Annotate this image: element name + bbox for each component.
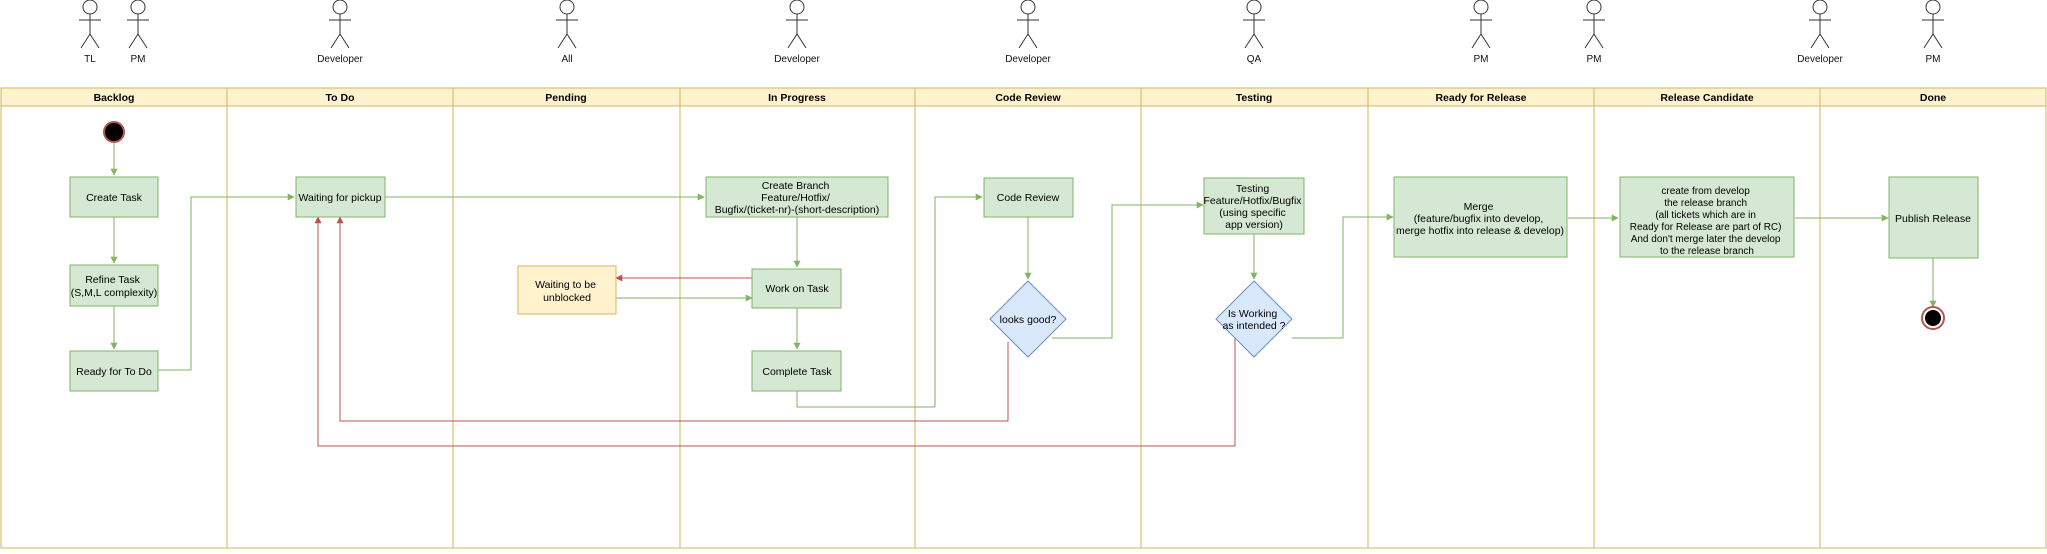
merge-label-line-1: Merge [1464,201,1494,213]
release-candidate-label-line-3: (all tickets which are in [1655,210,1756,221]
lane-title-pending: Pending [545,92,586,104]
nodes: Create Task Refine Task (S,M,L complexit… [69,121,1979,392]
lane-ready-for-release: Ready for Release [1367,87,1595,549]
svg-text:Is Working as intended: Is Working as intended ? [1222,308,1285,332]
actor-tl [79,0,101,49]
testing-node[interactable]: Testing Feature/Hotfix/Bugfix (using spe… [1203,177,1305,235]
publish-release-node[interactable]: Publish Release [1888,176,1979,259]
release-candidate-label-line-1: create from develop [1661,186,1750,197]
edge-is-working-to-merge [1292,213,1394,339]
create-branch-node[interactable]: Create Branch Feature/Hotfix/ Bugfix/(ti… [705,176,889,218]
actor-label-pm-rc: PM [1587,54,1602,65]
is-working-decision[interactable]: Is Working as intended ? [1215,280,1293,358]
actor-qa [1243,0,1265,49]
create-task-label: Create Task [86,192,143,204]
is-working-label-line-1: Is Working [1228,308,1278,320]
release-candidate-label-line-5: And don't merge later the develop [1631,234,1781,245]
ready-for-todo-label: Ready for To Do [76,366,152,378]
svg-text:create from develop th: create from develop the release branch (… [1630,186,1785,257]
create-branch-label-line-1: Create Branch [762,180,830,192]
actor-label-dev-review: Developer [1005,54,1051,65]
actor-dev-rc-done [1809,0,1831,49]
svg-text:Refine Task (S,M,L com: Refine Task (S,M,L complexity) [71,274,158,299]
ready-for-todo-node[interactable]: Ready for To Do [69,350,159,392]
end-node [1921,306,1945,330]
edge-looks-good-to-testing [1052,201,1204,339]
edge-ready-to-waiting-pickup [158,193,295,371]
release-candidate-label-line-4: Ready for Release are part of RC) [1630,222,1782,233]
actor-pm-done [1922,0,1944,49]
actor-pm-backlog [127,0,149,49]
testing-label-line-1: Testing [1236,183,1269,195]
svg-text:Testing Feature/Hotfix: Testing Feature/Hotfix/Bugfix (using spe… [1204,183,1305,231]
complete-task-label: Complete Task [762,366,832,378]
waiting-unblocked-label-line-1: Waiting to be [535,279,596,291]
actor-label-pm-ready: PM [1474,54,1489,65]
code-review-label: Code Review [997,192,1060,204]
work-on-task-node[interactable]: Work on Task [751,268,842,309]
start-node [103,121,125,143]
testing-label-line-3: (using specific [1219,207,1286,219]
code-review-node[interactable]: Code Review [983,177,1074,218]
lane-title-backlog: Backlog [94,92,135,104]
refine-task-label-line-1: Refine Task [85,274,140,286]
create-task-node[interactable]: Create Task [69,176,159,218]
merge-label-line-3: merge hotfix into release & develop) [1396,225,1564,237]
edge-looks-good-no-to-pickup [336,216,1009,422]
actor-pm-ready [1470,0,1492,49]
edge-is-working-no-to-pickup [314,216,1236,447]
lane-title-release-candidate: Release Candidate [1660,92,1754,104]
lane-title-in-progress: In Progress [768,92,826,104]
release-candidate-label-line-6: to the release branch [1660,246,1754,257]
lane-title-todo: To Do [326,92,355,104]
publish-release-label: Publish Release [1895,213,1971,225]
create-branch-label-line-3: Bugfix/(ticket-nr)-(short-description) [715,204,880,216]
actor-label-qa: QA [1247,54,1262,65]
actor-all [556,0,578,49]
release-candidate-label-line-2: the release branch [1664,198,1747,209]
testing-label-line-2: Feature/Hotfix/Bugfix [1204,195,1303,207]
looks-good-label: looks good? [1000,314,1057,326]
actor-label-dev-todo: Developer [317,54,363,65]
merge-label-line-2: (feature/bugfix into develop, [1414,213,1544,225]
refine-task-node[interactable]: Refine Task (S,M,L complexity) [69,264,159,307]
merge-node[interactable]: Merge (feature/bugfix into develop, merg… [1393,176,1568,258]
actor-pm-rc [1583,0,1605,49]
lane-title-ready-for-release: Ready for Release [1435,92,1526,104]
waiting-for-pickup-label: Waiting for pickup [298,192,381,204]
flow-edges [110,140,1937,447]
actor-label-all: All [561,54,572,65]
actor-label-pm-done: PM [1926,54,1941,65]
svg-text:Merge (feature/bugfix: Merge (feature/bugfix into develop, merg… [1396,201,1564,237]
actor-label-pm-backlog: PM [131,54,146,65]
lane-title-testing: Testing [1236,92,1273,104]
actor-label-tl: TL [84,54,96,65]
actor-label-dev-inprogress: Developer [774,54,820,65]
looks-good-decision[interactable]: looks good? [989,280,1067,358]
waiting-unblocked-node[interactable]: Waiting to be unblocked [517,265,617,315]
lane-title-done: Done [1920,92,1946,104]
lane-pending: Pending [452,87,681,549]
lane-title-code-review: Code Review [995,92,1061,104]
waiting-for-pickup-node[interactable]: Waiting for pickup [295,176,386,218]
testing-label-line-4: app version) [1225,219,1283,231]
complete-task-node[interactable]: Complete Task [751,350,842,392]
release-candidate-node[interactable]: create from develop the release branch (… [1619,176,1795,258]
actor-dev-todo [329,0,351,49]
waiting-unblocked-label-line-2: unblocked [543,292,591,304]
actor-dev-review [1017,0,1039,49]
edge-complete-to-code-review [796,193,983,408]
lane-release-candidate: Release Candidate [1593,87,1821,549]
svg-text:Create Branch Feature/: Create Branch Feature/Hotfix/ Bugfix/(ti… [715,180,880,216]
actor-label-dev-rc-done: Developer [1797,54,1843,65]
actor-dev-inprogress [786,0,808,49]
refine-task-label-line-2: (S,M,L complexity) [71,287,158,299]
actor-labels: TL PM Developer All Developer Developer … [84,54,1940,65]
work-on-task-label: Work on Task [765,283,829,295]
create-branch-label-line-2: Feature/Hotfix/ [761,192,830,204]
is-working-label-line-2: as intended ? [1222,320,1285,332]
svg-text:Waiting to be unblocke: Waiting to be unblocked [535,279,599,304]
actors [79,0,1944,49]
